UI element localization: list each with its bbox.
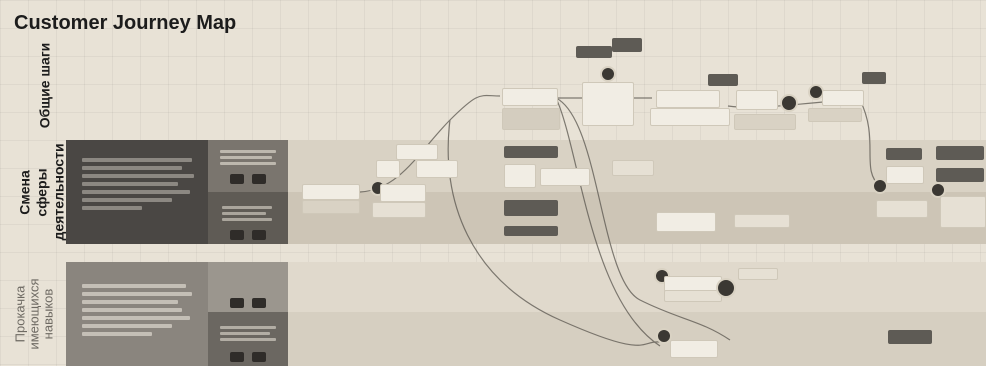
location-pin-icon (930, 182, 946, 198)
badge-icon (716, 278, 736, 298)
note-card (888, 330, 932, 344)
persona-scenario-upskilling-a (208, 262, 288, 312)
persona-scenario-career-change-b (208, 192, 288, 244)
note-card (504, 200, 558, 216)
step-card (416, 160, 458, 178)
persona-panel-upskilling (66, 262, 208, 366)
note-card (886, 148, 922, 160)
step-card (808, 108, 862, 122)
note-card (936, 168, 984, 182)
transition-icon (230, 174, 244, 184)
step-card (502, 88, 558, 106)
step-card (302, 200, 360, 214)
step-card (876, 200, 928, 218)
location-pin-icon (600, 66, 616, 82)
location-pin-icon (656, 328, 672, 344)
transition-icon (230, 298, 244, 308)
badge-icon (780, 94, 798, 112)
location-pin-icon (872, 178, 888, 194)
step-card (886, 166, 924, 184)
step-card (302, 184, 360, 200)
page-title: Customer Journey Map (14, 12, 237, 34)
step-card (736, 90, 778, 110)
note-card (576, 46, 612, 58)
step-card (582, 82, 634, 126)
step-card (734, 214, 790, 228)
transition-icon (252, 352, 266, 362)
step-card (656, 90, 720, 108)
note-card (936, 146, 984, 160)
persona-panel-career-change (66, 140, 208, 244)
step-card (940, 196, 986, 228)
note-card (862, 72, 886, 84)
note-card (708, 74, 738, 86)
step-card (656, 212, 716, 232)
step-card (540, 168, 590, 186)
transition-icon (230, 230, 244, 240)
persona-scenario-career-change-a (208, 140, 288, 192)
persona-scenario-upskilling-b (208, 312, 288, 366)
step-card (396, 144, 438, 160)
step-card (650, 108, 730, 126)
step-card (734, 114, 796, 130)
transition-icon (252, 174, 266, 184)
step-card (376, 160, 400, 178)
transition-icon (230, 352, 244, 362)
step-card (504, 164, 536, 188)
step-card (670, 340, 718, 358)
step-card (822, 90, 864, 106)
note-card (504, 146, 558, 158)
note-card (504, 226, 558, 236)
step-card (372, 202, 426, 218)
step-card (664, 290, 722, 302)
step-card (738, 268, 778, 280)
transition-icon (252, 298, 266, 308)
step-card (380, 184, 426, 202)
step-card (612, 160, 654, 176)
transition-icon (252, 230, 266, 240)
note-card (612, 38, 642, 52)
step-card (502, 108, 560, 130)
